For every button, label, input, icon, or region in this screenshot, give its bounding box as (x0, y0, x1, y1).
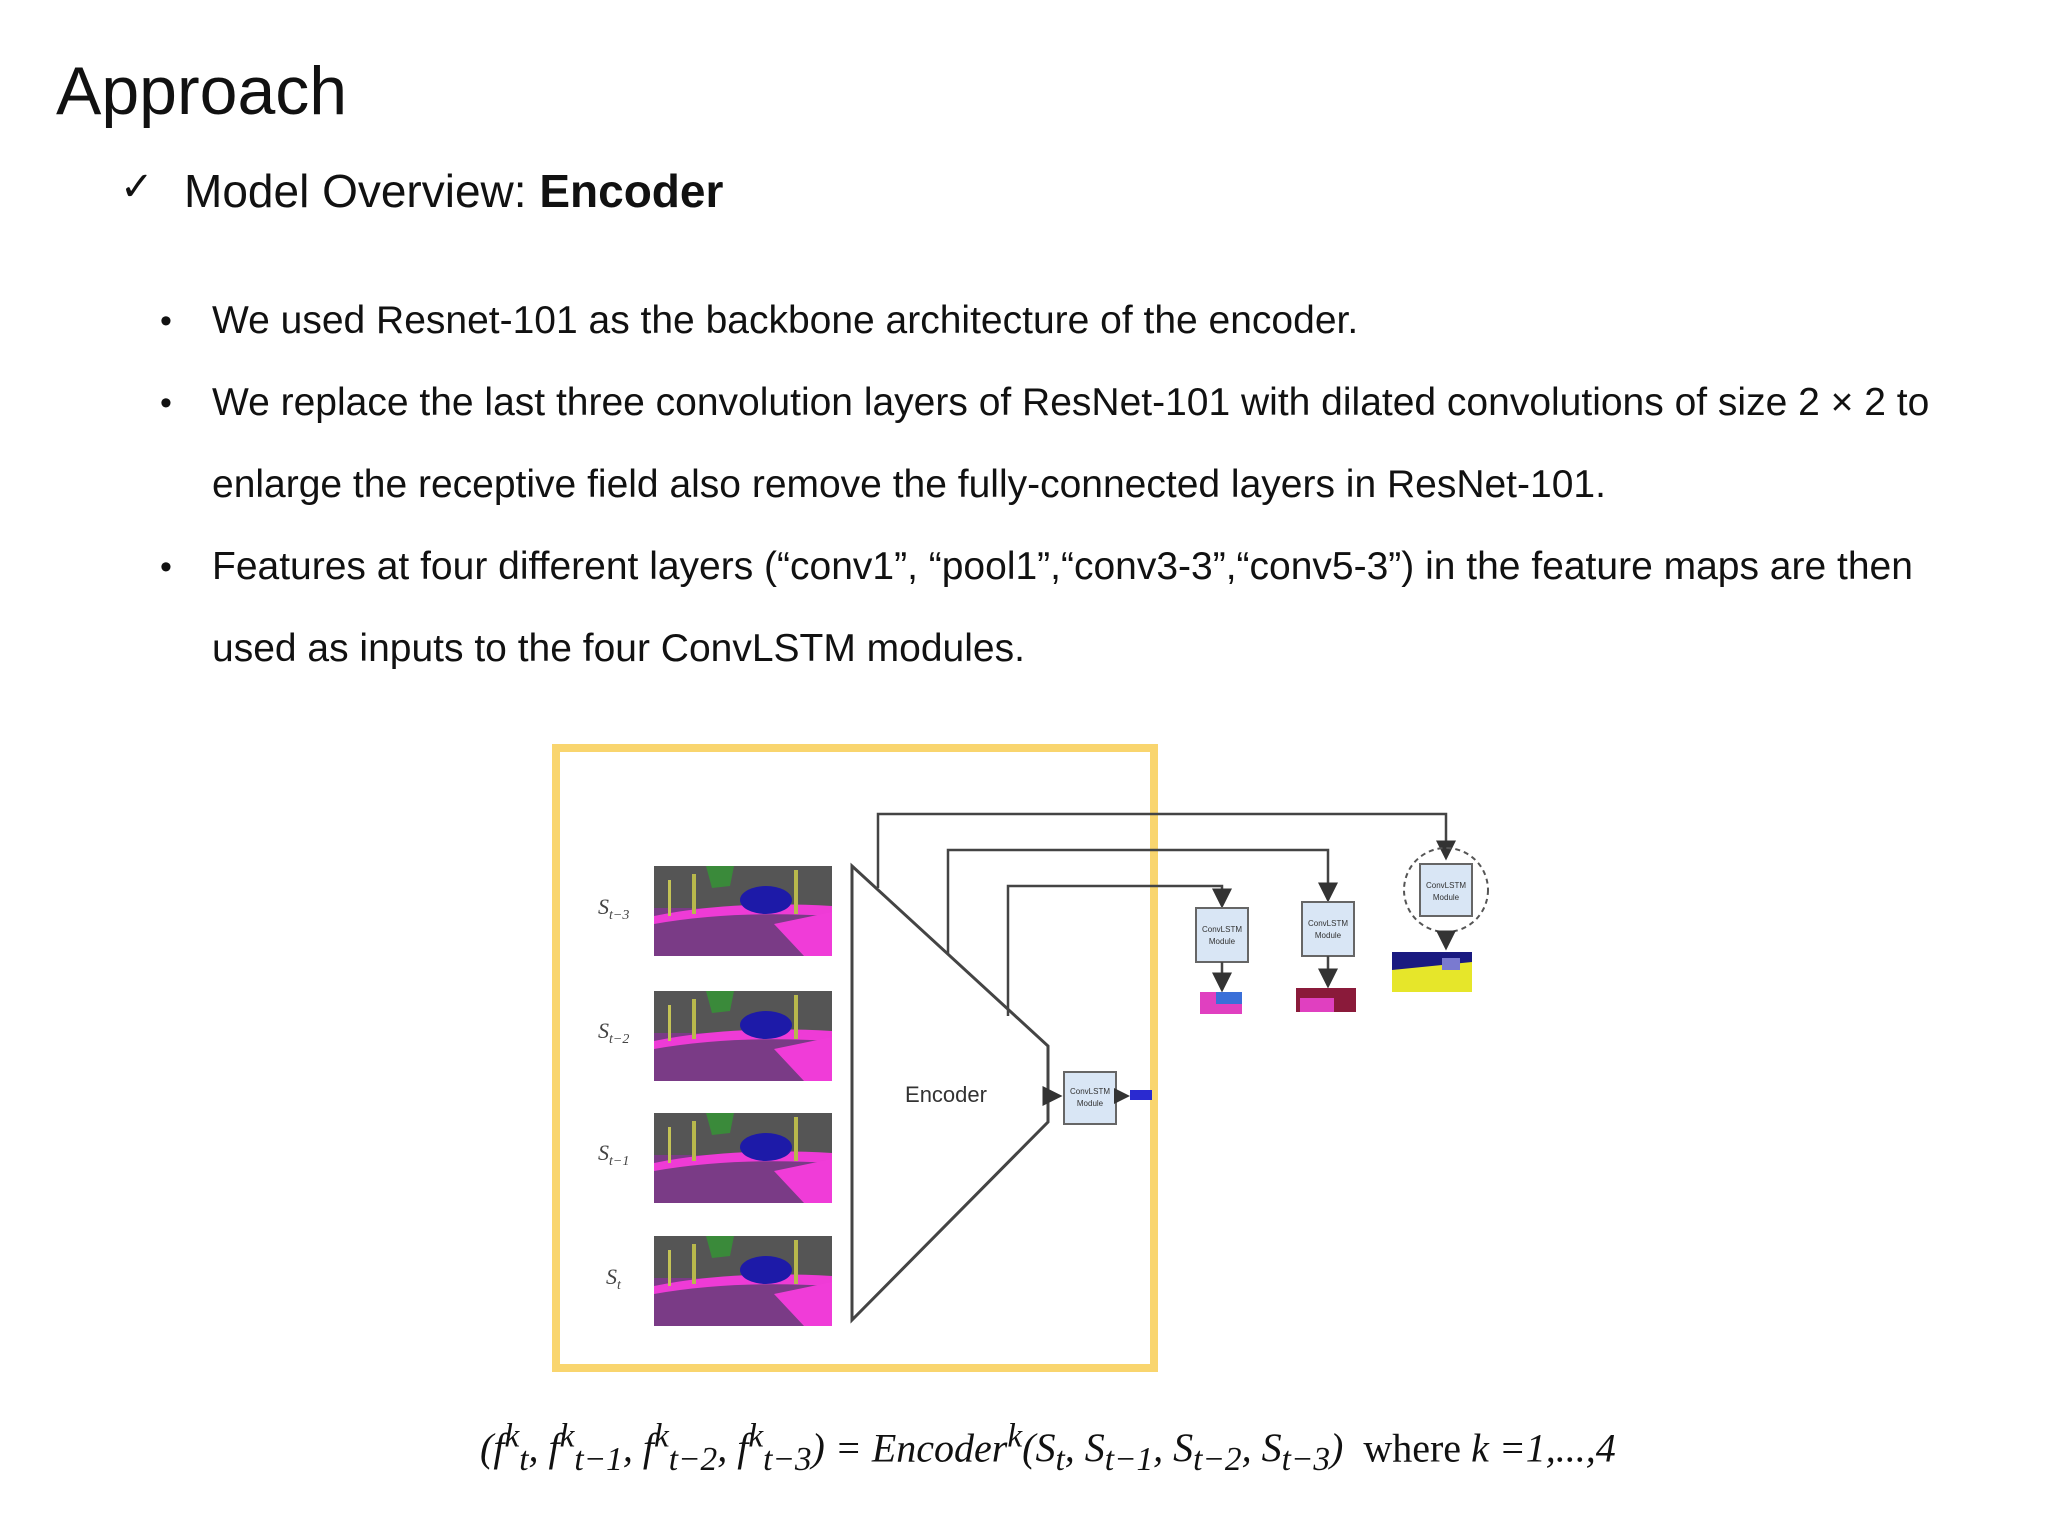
input-frame-image (654, 866, 832, 956)
output-thumbnail (1130, 1090, 1152, 1100)
encoder-block (850, 862, 1050, 1324)
section-heading-text: Model Overview: Encoder (184, 164, 723, 218)
bullet-dot-icon: • (160, 302, 172, 340)
convlstm-module-label: Module (1315, 931, 1342, 940)
bullet-item: • Features at four different layers (“con… (160, 526, 1960, 690)
convlstm-module (1063, 1071, 1117, 1125)
convlstm-module-label: ConvLSTM (1202, 925, 1242, 934)
convlstm-module (1301, 901, 1355, 957)
highlight-box (552, 744, 1158, 1372)
formula-sup: k (1007, 1418, 1023, 1455)
formula-where: where (1363, 1425, 1462, 1471)
formula-k-range: k =1,...,4 (1471, 1425, 1616, 1471)
convlstm-module-label: ConvLSTM (1308, 919, 1348, 928)
input-label: St−2 (598, 1018, 629, 1047)
bullet-dot-icon: • (160, 384, 172, 422)
bullet-item: • We replace the last three convolution l… (160, 362, 1960, 526)
connector-line (946, 848, 1338, 954)
bullet-text: We replace the last three convolution la… (212, 381, 1930, 506)
section-heading-prefix: Model Overview: (184, 165, 540, 217)
input-label: St (606, 1264, 622, 1293)
convlstm-module-label: Module (1433, 893, 1460, 902)
slide-title: Approach (56, 53, 348, 129)
bullet-text: We used Resnet-101 as the backbone archi… (212, 299, 1359, 342)
convlstm-module-label: Module (1209, 937, 1236, 946)
connector-line (1006, 884, 1232, 1016)
input-frame-image (654, 1113, 832, 1203)
formula-args: (St, St−1, St−2, St−3) (1022, 1425, 1344, 1479)
input-label: St−1 (598, 1140, 629, 1169)
input-frame-image (654, 1236, 832, 1326)
encoder-label: Encoder (905, 1082, 987, 1107)
input-label: St−3 (598, 894, 629, 923)
encoder-formula: (fkt, fkt−1, fkt−2, fkt−3) = Encoderk(St… (480, 1418, 1616, 1479)
bullet-text: Features at four different layers (“conv… (212, 545, 1913, 670)
bullet-dot-icon: • (160, 548, 172, 586)
section-heading-bold: Encoder (539, 165, 724, 217)
bullet-item: • We used Resnet-101 as the backbone arch… (160, 280, 1960, 362)
convlstm-module-label: ConvLSTM (1070, 1087, 1110, 1096)
formula-lhs: (fkt, fkt−1, fkt−2, fkt−3) (480, 1418, 825, 1479)
convlstm-module-label: ConvLSTM (1426, 881, 1466, 890)
formula-eq: = Encoder (824, 1425, 1008, 1471)
output-thumbnail (1442, 958, 1460, 970)
checkmark-icon: ✓ (120, 164, 154, 210)
convlstm-module-label: Module (1077, 1099, 1104, 1108)
bullet-list: • We used Resnet-101 as the backbone arch… (160, 280, 1960, 690)
output-thumbnail (1300, 998, 1334, 1012)
convlstm-module (1195, 907, 1249, 963)
connector-line (876, 812, 1456, 888)
input-frame-image (654, 991, 832, 1081)
output-thumbnail (1216, 992, 1242, 1004)
convlstm-module (1419, 863, 1473, 917)
